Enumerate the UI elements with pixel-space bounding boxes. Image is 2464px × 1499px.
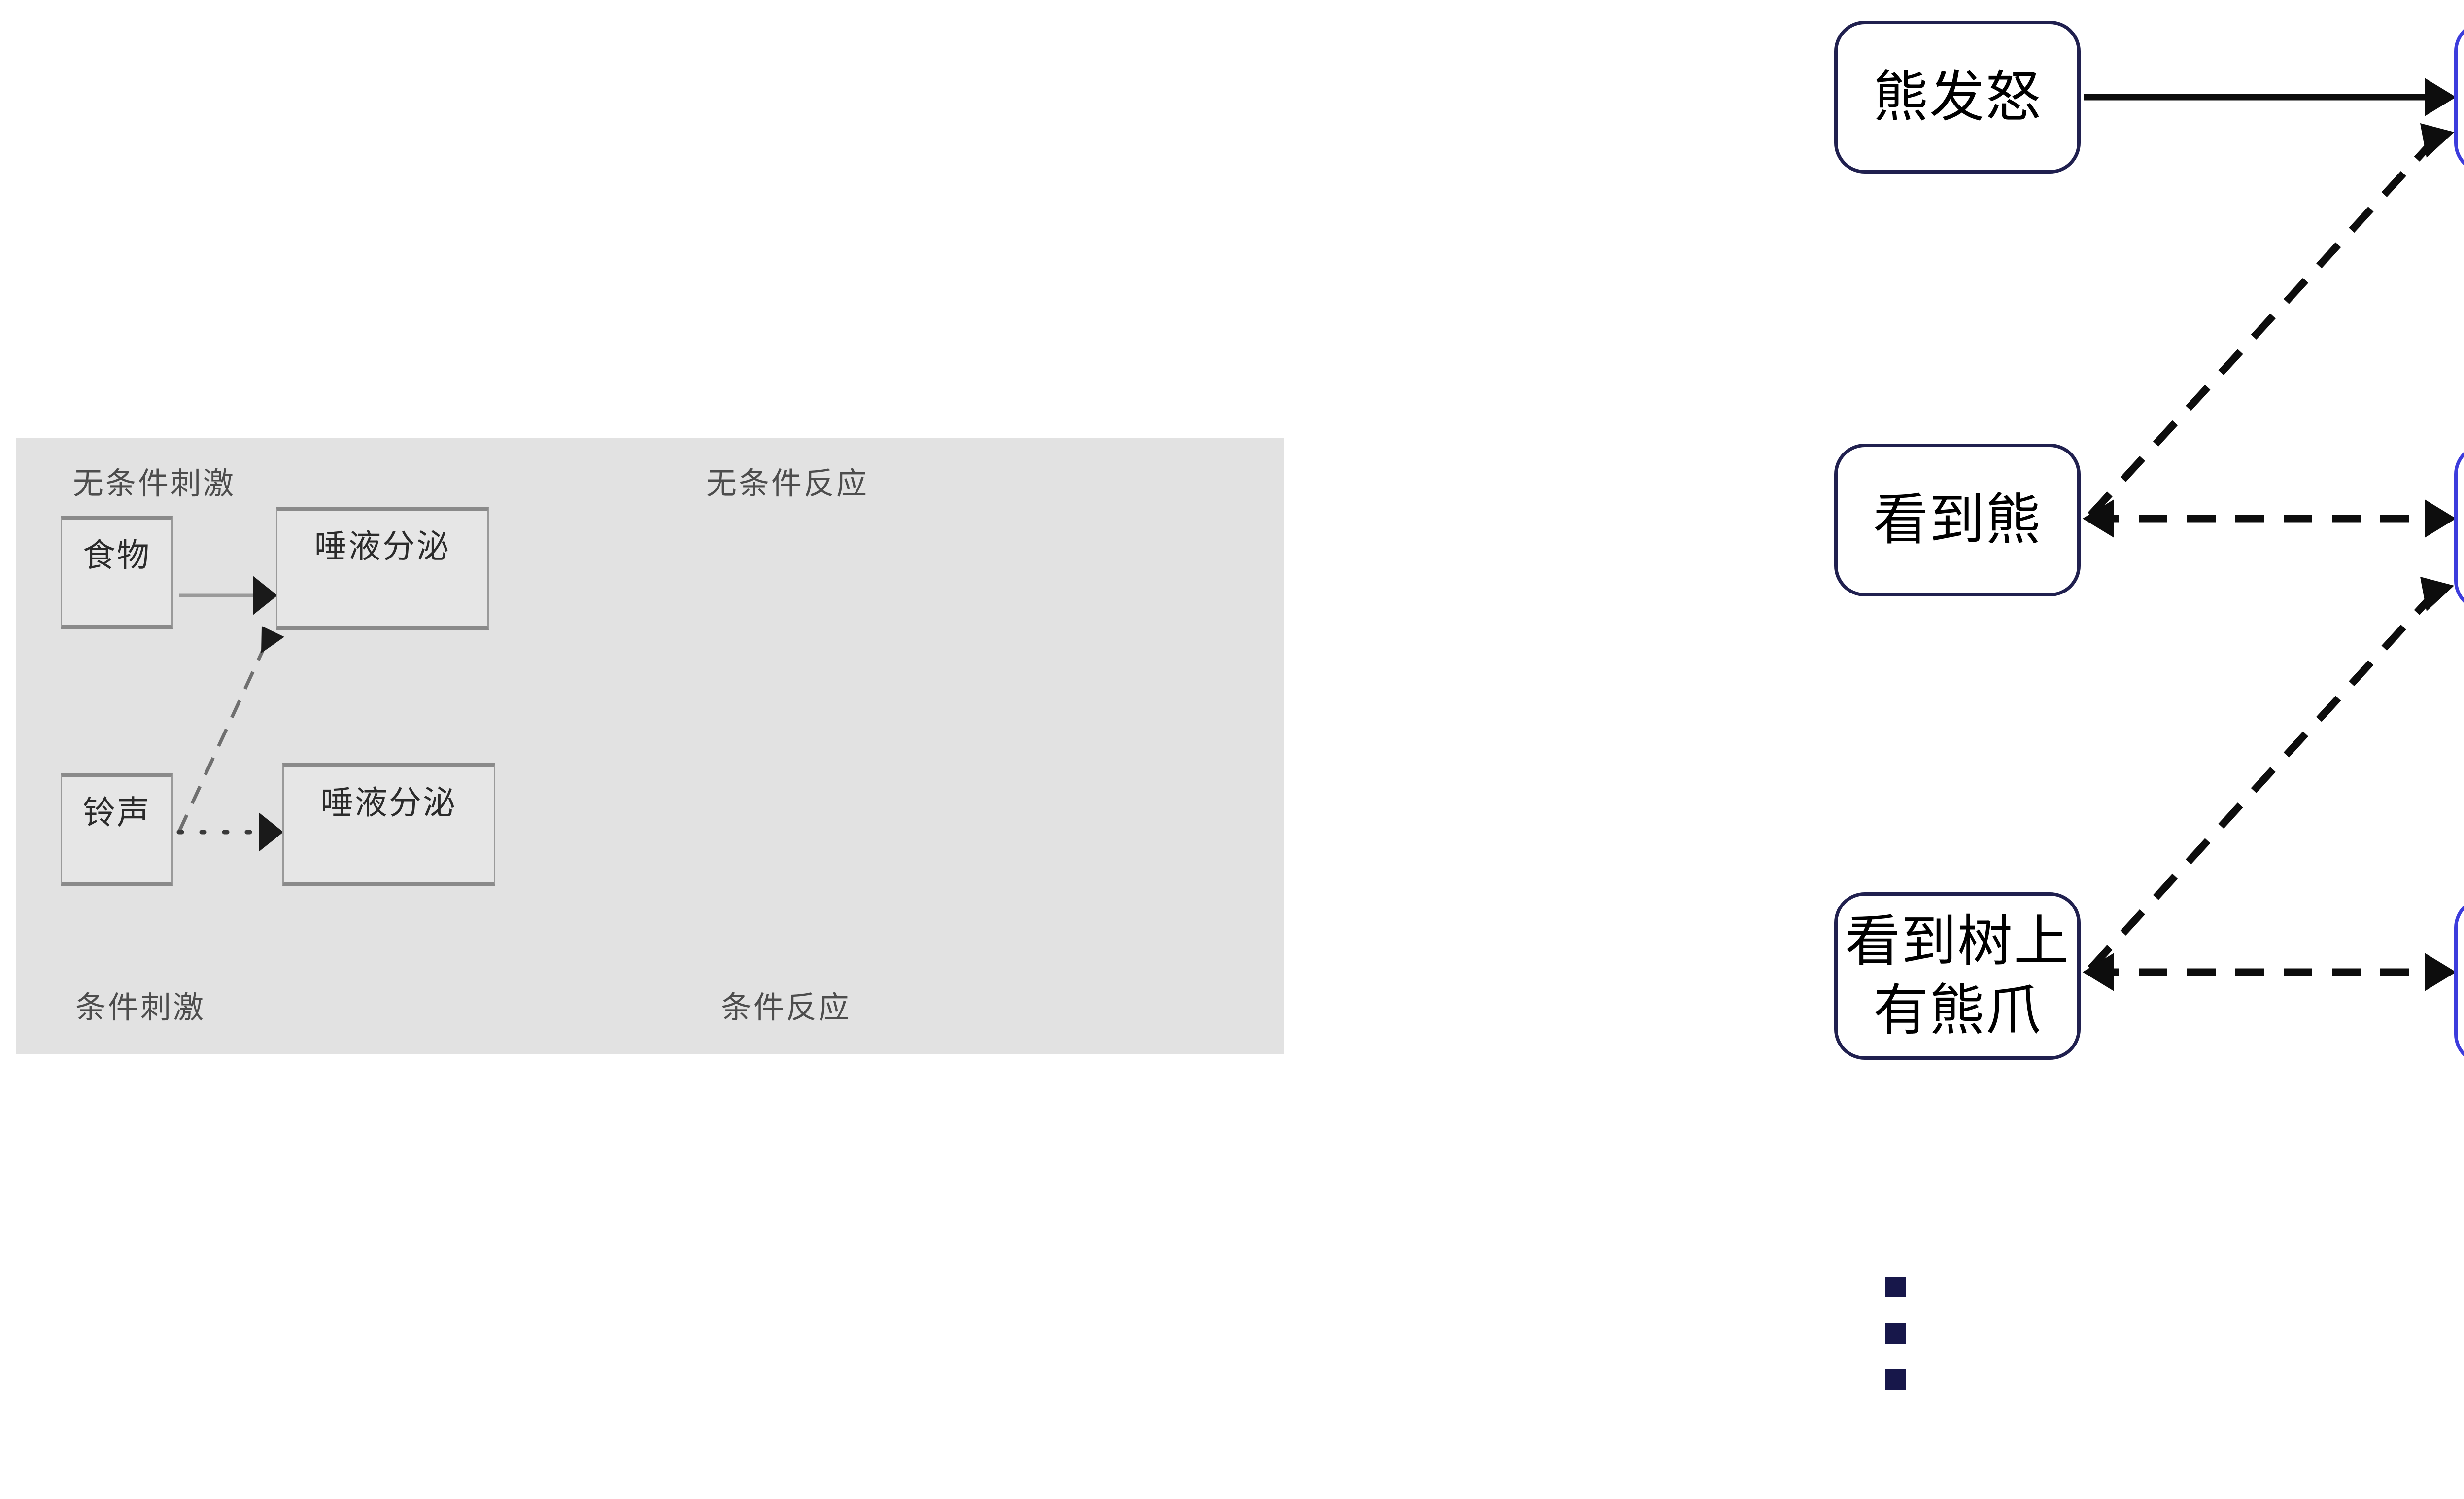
state-box-see-bear[interactable]: 看到熊 [1834, 444, 2081, 596]
state-box-bear-angry[interactable]: 熊发怒 [1834, 21, 2081, 174]
cc-box-bell: 铃声 [61, 773, 173, 886]
cc-box-bell-label: 铃声 [83, 794, 151, 832]
label-unconditioned-stimulus: 无条件刺激 [73, 465, 236, 501]
label-conditioned-stimulus: 条件刺激 [75, 989, 206, 1025]
state-box-see-bear-claw-label: 看到树上 有熊爪 [1845, 909, 2070, 1043]
state-box-see-bear-label: 看到熊 [1873, 488, 2042, 552]
ellipsis-states [1885, 1277, 1906, 1390]
cc-box-salivation-bottom-label: 唾液分泌 [321, 784, 457, 822]
td-learning-arrows [2083, 78, 2456, 991]
value-box-reward[interactable]: 奖励 [2454, 21, 2464, 174]
cc-box-salivation-bottom: 唾液分泌 [282, 763, 495, 886]
cc-box-salivation-top-label: 唾液分泌 [314, 527, 450, 565]
value-box-v-s[interactable]: V(s) [2454, 897, 2464, 1065]
ellipsis-square [1885, 1369, 1906, 1390]
classical-conditioning-arrows [176, 576, 284, 852]
td-learning-panel: 熊发怒 看到熊 看到树上 有熊爪 奖励 V(s′) V(s) [1469, 0, 2464, 1499]
ellipsis-square [1885, 1277, 1906, 1297]
cc-box-salivation-top: 唾液分泌 [276, 507, 489, 630]
cc-box-food-label: 食物 [83, 536, 151, 574]
label-unconditioned-response: 无条件反应 [706, 465, 869, 501]
cc-box-food: 食物 [61, 516, 173, 629]
classical-conditioning-panel: 无条件刺激 无条件反应 条件刺激 条件反应 食物 铃声 唾液分泌 唾液分泌 [16, 438, 1284, 1054]
value-box-v-s-prime[interactable]: V(s′) [2454, 444, 2464, 611]
label-conditioned-response: 条件反应 [721, 989, 852, 1025]
ellipsis-square [1885, 1323, 1906, 1344]
state-box-bear-angry-label: 熊发怒 [1873, 65, 2042, 129]
state-box-see-bear-claw[interactable]: 看到树上 有熊爪 [1834, 892, 2081, 1060]
